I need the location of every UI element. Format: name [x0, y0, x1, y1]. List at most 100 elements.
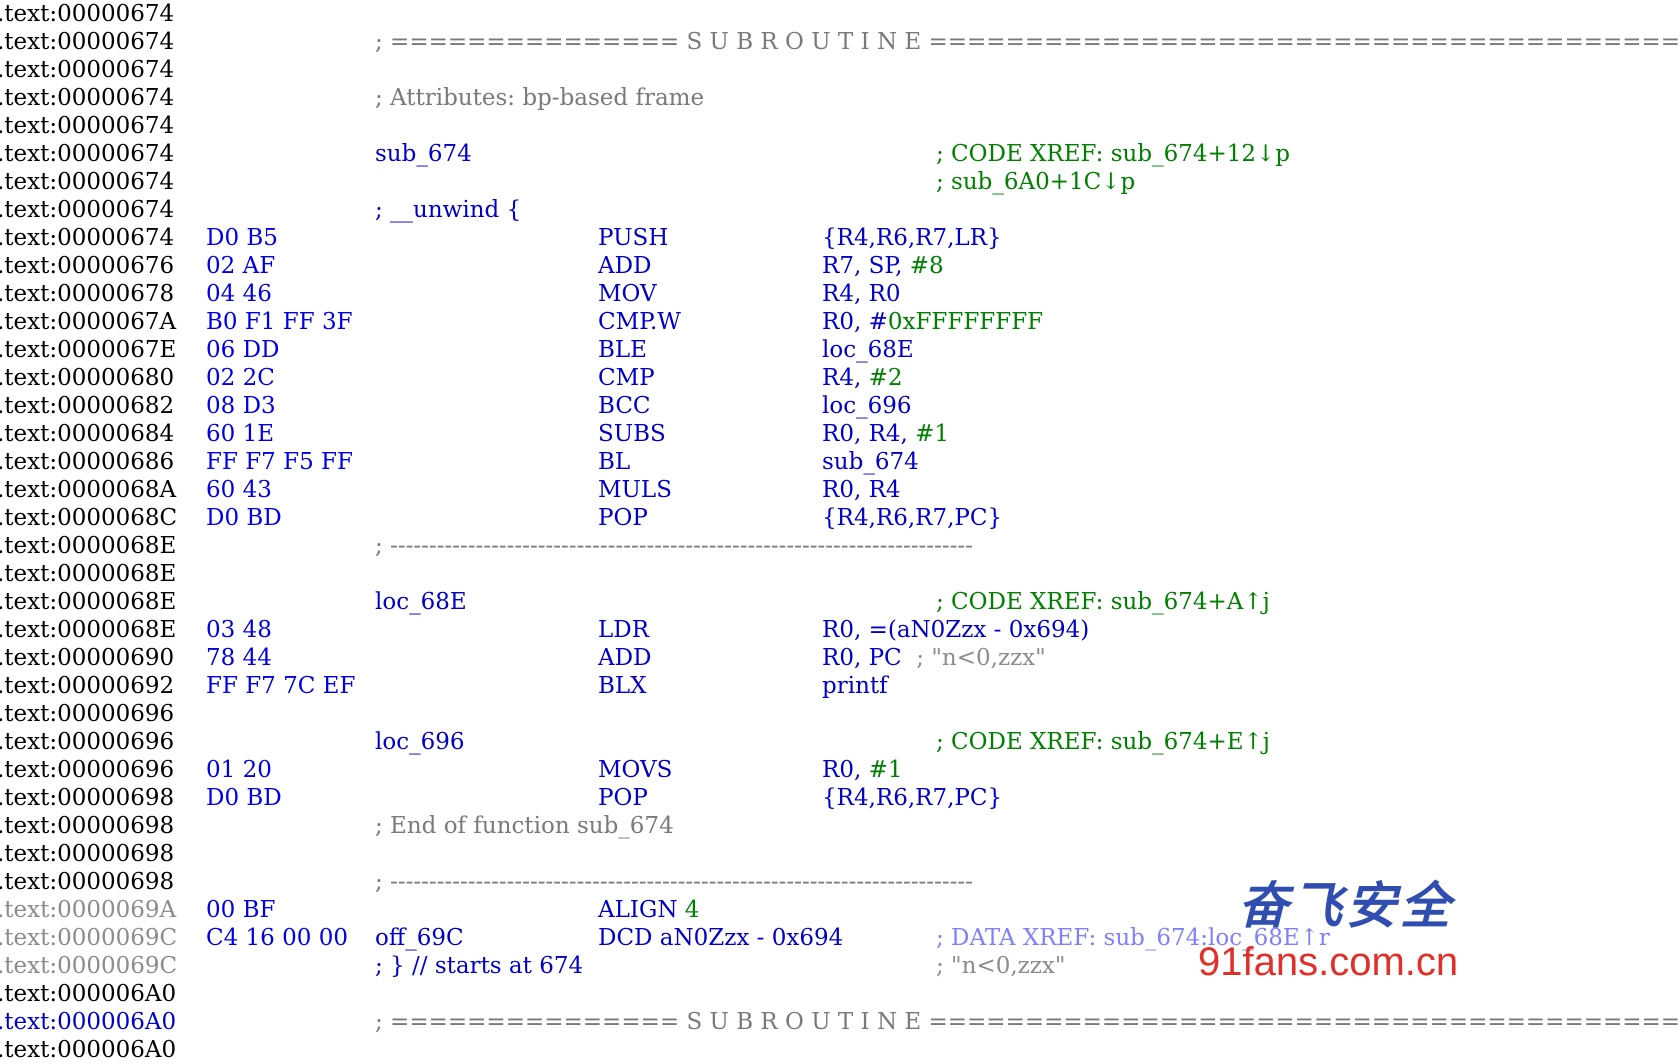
address[interactable]: .text:000006A0	[0, 1037, 177, 1063]
address[interactable]: .text:00000696	[0, 757, 175, 783]
mnemonic[interactable]: POP	[598, 785, 648, 811]
mnemonic[interactable]: BL	[598, 449, 631, 475]
address[interactable]: .text:00000678	[0, 281, 175, 307]
operands[interactable]: R0, R4	[822, 476, 901, 504]
listing-line[interactable]: .text:00000698 ; ------------------------…	[0, 868, 1536, 896]
mnemonic[interactable]: BCC	[598, 393, 651, 419]
opcode-bytes[interactable]: 60 1E	[206, 421, 275, 447]
mnemonic[interactable]: DCD aN0Zzx - 0x694	[598, 925, 844, 951]
mnemonic[interactable]: LDR	[598, 617, 650, 643]
comment[interactable]: ; End of function sub_674	[375, 813, 674, 839]
address[interactable]: .text:00000680	[0, 365, 175, 391]
address[interactable]: .text:00000682	[0, 393, 175, 419]
opcode-bytes[interactable]: FF F7 F5 FF	[206, 449, 353, 475]
operands[interactable]: {R4,R6,R7,LR}	[822, 224, 1002, 252]
opcode-bytes[interactable]: D0 B5	[206, 225, 278, 251]
operand-text[interactable]: R0,	[822, 757, 869, 783]
listing-line[interactable]: .text:000006A0 ; =============== S U B R …	[0, 1008, 1680, 1036]
opcode-bytes[interactable]: 00 BF	[206, 897, 276, 923]
listing-line[interactable]: .text:00000674 ; sub_6A0+1C↓p	[0, 168, 1536, 196]
mnemonic[interactable]: MULS	[598, 477, 672, 503]
listing-line[interactable]: .text:00000674	[0, 56, 1536, 84]
address[interactable]: .text:00000698	[0, 785, 175, 811]
address[interactable]: .text:00000690	[0, 645, 175, 671]
opcode-bytes[interactable]: 78 44	[206, 645, 272, 671]
listing-line[interactable]: .text:00000690 78 44 ADD R0, PC ; "n<0,zzx"	[0, 644, 1536, 672]
operand-text[interactable]: R0, R4	[822, 477, 901, 503]
opcode-bytes[interactable]: B0 F1 FF 3F	[206, 309, 353, 335]
address[interactable]: .text:0000068E	[0, 561, 177, 587]
address[interactable]: .text:00000674	[0, 197, 175, 223]
opcode-bytes[interactable]: 02 AF	[206, 253, 276, 279]
opcode-bytes[interactable]: 60 43	[206, 477, 272, 503]
address[interactable]: .text:00000692	[0, 673, 175, 699]
operand-text[interactable]: R0, PC	[822, 645, 902, 671]
separator-comment[interactable]: ; =============== S U B R O U T I N E ==…	[375, 29, 1680, 55]
address[interactable]: .text:00000698	[0, 841, 175, 867]
immediate-value[interactable]: #8	[909, 253, 944, 279]
operand-text[interactable]: R4,	[822, 365, 869, 391]
address[interactable]: .text:00000676	[0, 253, 175, 279]
address[interactable]: .text:0000068C	[0, 505, 178, 531]
operands[interactable]: {R4,R6,R7,PC}	[822, 504, 1002, 532]
address[interactable]: .text:00000674	[0, 29, 175, 55]
mnemonic[interactable]: BLE	[598, 337, 647, 363]
separator-comment[interactable]: ; --------------------------------------…	[375, 869, 973, 895]
code-xref-comment[interactable]: ; CODE XREF: sub_674+12↓p	[936, 141, 1291, 167]
mnemonic[interactable]: ADD	[598, 645, 652, 671]
opcode-bytes[interactable]: 06 DD	[206, 337, 280, 363]
listing-line[interactable]: .text:00000674	[0, 0, 1536, 28]
operands[interactable]: R7, SP, #8	[822, 252, 944, 280]
operand-text[interactable]: loc_696	[822, 393, 912, 419]
address[interactable]: .text:00000674	[0, 1, 175, 27]
opcode-bytes[interactable]: FF F7 7C EF	[206, 673, 356, 699]
code-xref-comment[interactable]: ; sub_6A0+1C↓p	[936, 169, 1136, 195]
address[interactable]: .text:00000674	[0, 57, 175, 83]
address[interactable]: .text:0000067E	[0, 337, 177, 363]
operands[interactable]: printf	[822, 672, 888, 700]
address[interactable]: .text:00000674	[0, 169, 175, 195]
mnemonic-operand[interactable]: ALIGN 4	[598, 896, 699, 924]
separator-comment[interactable]: ; =============== S U B R O U T I N E ==…	[375, 1009, 1680, 1035]
operand-text[interactable]: R0, #	[822, 309, 888, 335]
address[interactable]: .text:00000698	[0, 869, 175, 895]
address[interactable]: .text:0000068E	[0, 589, 177, 615]
operand-text[interactable]: {R4,R6,R7,LR}	[822, 225, 1002, 251]
address[interactable]: .text:0000067A	[0, 309, 177, 335]
immediate-value[interactable]: #2	[868, 365, 903, 391]
opcode-bytes[interactable]: 08 D3	[206, 393, 276, 419]
operand-text[interactable]: R7, SP,	[822, 253, 910, 279]
operands[interactable]: {R4,R6,R7,PC}	[822, 784, 1002, 812]
opcode-bytes[interactable]: C4 16 00 00	[206, 925, 348, 951]
address[interactable]: .text:000006A0	[0, 981, 177, 1007]
listing-line[interactable]: .text:0000068E	[0, 560, 1536, 588]
immediate-value[interactable]: #1	[868, 757, 903, 783]
mnemonic[interactable]: CMP	[598, 365, 655, 391]
listing-line[interactable]: .text:00000682 08 D3 BCC loc_696	[0, 392, 1536, 420]
address[interactable]: .text:0000068E	[0, 617, 177, 643]
address[interactable]: .text:0000068E	[0, 533, 177, 559]
operand-text[interactable]: R4, R0	[822, 281, 901, 307]
operand-text[interactable]: {R4,R6,R7,PC}	[822, 785, 1003, 811]
address[interactable]: .text:00000698	[0, 813, 175, 839]
listing-line[interactable]: .text:00000674	[0, 112, 1536, 140]
address[interactable]: .text:00000674	[0, 113, 175, 139]
string-comment[interactable]: ; "n<0,zzx"	[936, 953, 1066, 979]
opcode-bytes[interactable]: 03 48	[206, 617, 272, 643]
immediate-value[interactable]: 0xFFFFFFFF	[887, 309, 1044, 335]
address[interactable]: .text:000006A0	[0, 1009, 177, 1035]
address[interactable]: .text:00000686	[0, 449, 175, 475]
operands[interactable]: R0, PC ; "n<0,zzx"	[822, 644, 1046, 672]
